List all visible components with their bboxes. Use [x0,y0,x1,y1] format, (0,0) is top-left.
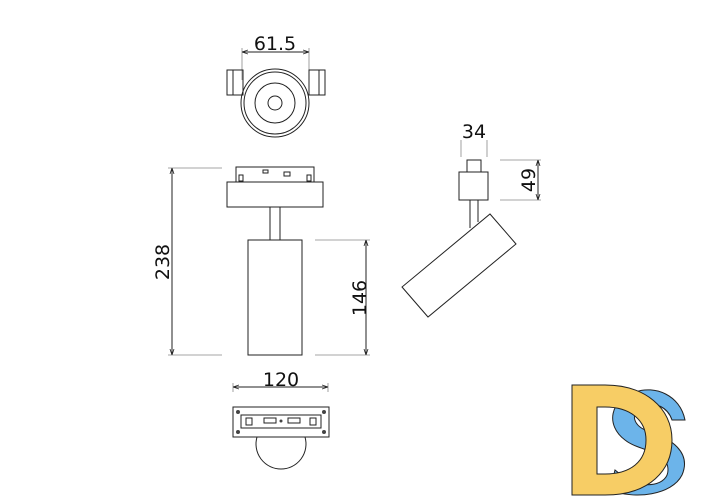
front-view [168,166,370,356]
dimension-adapter-width: 34 [462,121,486,143]
side-view [401,140,541,318]
dimension-adapter-height: 49 [518,168,540,192]
dimension-top-width: 61.5 [254,33,296,55]
dimension-bottom-width: 120 [263,369,299,391]
bottom-view [232,383,330,470]
ds-logo [571,384,686,496]
top-view [226,48,326,138]
dimension-body-height: 146 [349,280,371,316]
dimension-total-height: 238 [152,244,174,280]
